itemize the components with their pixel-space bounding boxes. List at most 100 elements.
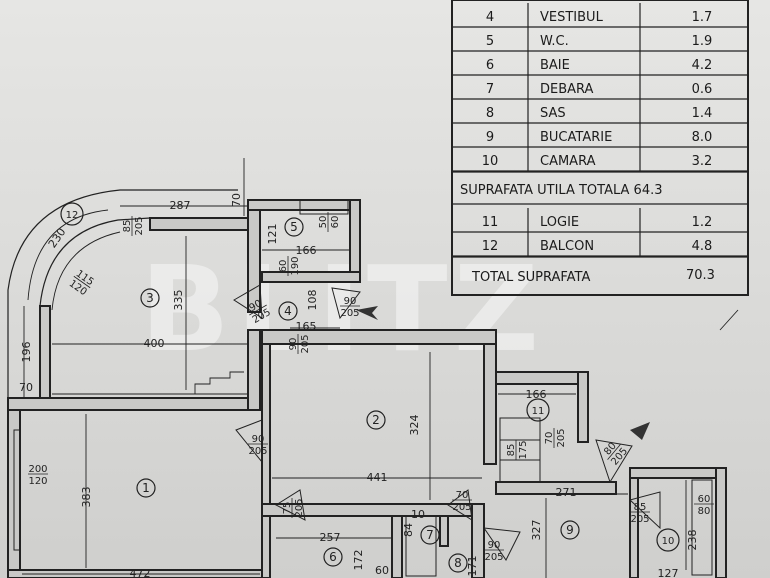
dimension-value: 121 bbox=[266, 224, 279, 245]
opening-width: 85 bbox=[634, 502, 647, 513]
dimension-label: 121 bbox=[266, 224, 279, 245]
opening-width: 85 bbox=[122, 220, 133, 233]
row-number: 4 bbox=[486, 10, 494, 25]
dimension-value: 327 bbox=[530, 520, 543, 541]
usable-total-label: SUPRAFATA UTILA TOTALA 64.3 bbox=[460, 183, 663, 198]
row-room-name: DEBARA bbox=[540, 82, 594, 97]
dimension-label: 327 bbox=[530, 520, 543, 541]
row-number: 7 bbox=[486, 82, 494, 97]
row-number: 8 bbox=[486, 106, 494, 121]
row-area: 1.7 bbox=[692, 10, 713, 25]
dimension-label: 84 bbox=[402, 523, 415, 537]
dimension-label: 287 bbox=[170, 199, 191, 212]
dimension-label: 165 bbox=[296, 320, 317, 333]
row-number: 12 bbox=[482, 239, 499, 254]
watermark: BLITZ bbox=[140, 240, 545, 378]
opening-height: 80 bbox=[698, 506, 711, 517]
opening-width: 85 bbox=[506, 444, 517, 457]
opening-height: 205 bbox=[134, 216, 145, 235]
dimension-label: 166 bbox=[296, 244, 317, 257]
dimension-value: 165 bbox=[296, 320, 317, 333]
dimension-label: 324 bbox=[408, 415, 421, 436]
dimension-value: 271 bbox=[556, 486, 577, 499]
opening-width: 90 bbox=[488, 540, 501, 551]
row-area: 1.9 bbox=[692, 34, 713, 49]
opening-height: 205 bbox=[300, 334, 311, 353]
dimension-value: 335 bbox=[172, 290, 185, 311]
opening-width: 75 bbox=[282, 502, 293, 515]
dimension-label: 166 bbox=[526, 388, 547, 401]
total-value: 70.3 bbox=[686, 268, 715, 283]
dimension-value: 70 bbox=[19, 381, 33, 394]
row-area: 4.8 bbox=[692, 239, 713, 254]
room-number-7: 7 bbox=[426, 528, 434, 542]
row-number: 5 bbox=[486, 34, 494, 49]
room-number-2: 2 bbox=[372, 413, 380, 427]
dimension-label: 400 bbox=[144, 337, 165, 350]
row-area: 1.2 bbox=[692, 215, 713, 230]
dimension-value: 108 bbox=[306, 290, 319, 311]
row-area: 4.2 bbox=[692, 58, 713, 73]
dimension-value: 166 bbox=[296, 244, 317, 257]
dimension-label: 60 bbox=[375, 564, 389, 577]
room-number-5: 5 bbox=[290, 220, 298, 234]
opening-width: 90 bbox=[344, 296, 357, 307]
inner-details bbox=[13, 199, 713, 577]
row-area: 1.4 bbox=[692, 106, 713, 121]
opening-width: 50 bbox=[318, 216, 329, 229]
total-label: TOTAL SUPRAFATA bbox=[471, 270, 590, 285]
door-swings bbox=[233, 284, 739, 561]
dimension-label: 70 bbox=[230, 193, 243, 207]
dimension-value: 172 bbox=[352, 550, 365, 571]
opening-width: 90 bbox=[252, 434, 265, 445]
dimension-value: 166 bbox=[526, 388, 547, 401]
dimension-value: 324 bbox=[408, 415, 421, 436]
dimension-value: 238 bbox=[686, 530, 699, 551]
row-room-name: BUCATARIE bbox=[540, 130, 612, 145]
dimension-value: 10 bbox=[411, 508, 425, 521]
opening-height: 205 bbox=[484, 552, 503, 563]
walls bbox=[7, 199, 727, 578]
room-number-10: 10 bbox=[662, 536, 675, 547]
dimension-label: 238 bbox=[686, 530, 699, 551]
dimension-value: 400 bbox=[144, 337, 165, 350]
room-number-9: 9 bbox=[566, 523, 574, 537]
dimension-value: 472 bbox=[130, 567, 151, 578]
opening-height: 190 bbox=[290, 256, 301, 275]
opening-width: 70 bbox=[456, 490, 469, 501]
row-number: 10 bbox=[482, 154, 499, 169]
row-area: 8.0 bbox=[692, 130, 713, 145]
dimension-label: 171 bbox=[466, 556, 479, 577]
opening-height: 205 bbox=[556, 428, 567, 447]
room-number-4: 4 bbox=[284, 304, 292, 318]
opening-height: 60 bbox=[330, 216, 341, 229]
room-number-12: 12 bbox=[66, 210, 79, 221]
dimension-label: 108 bbox=[306, 290, 319, 311]
arrow-icon bbox=[630, 422, 650, 440]
dimension-label: 441 bbox=[367, 471, 388, 484]
row-room-name: VESTIBUL bbox=[540, 10, 604, 25]
dimension-label: 196 bbox=[20, 342, 33, 363]
dimension-label: 472 bbox=[130, 567, 151, 578]
row-room-name: BAIE bbox=[540, 58, 570, 73]
dimension-value: 60 bbox=[375, 564, 389, 577]
dimension-label: 271 bbox=[556, 486, 577, 499]
balcony-arc bbox=[7, 189, 238, 398]
opening-height: 205 bbox=[630, 514, 649, 525]
opening-width: 60 bbox=[278, 260, 289, 273]
row-number: 9 bbox=[486, 130, 494, 145]
dimension-label: 10 bbox=[411, 508, 425, 521]
opening-width: 90 bbox=[288, 338, 299, 351]
room-number-11: 11 bbox=[532, 406, 545, 417]
